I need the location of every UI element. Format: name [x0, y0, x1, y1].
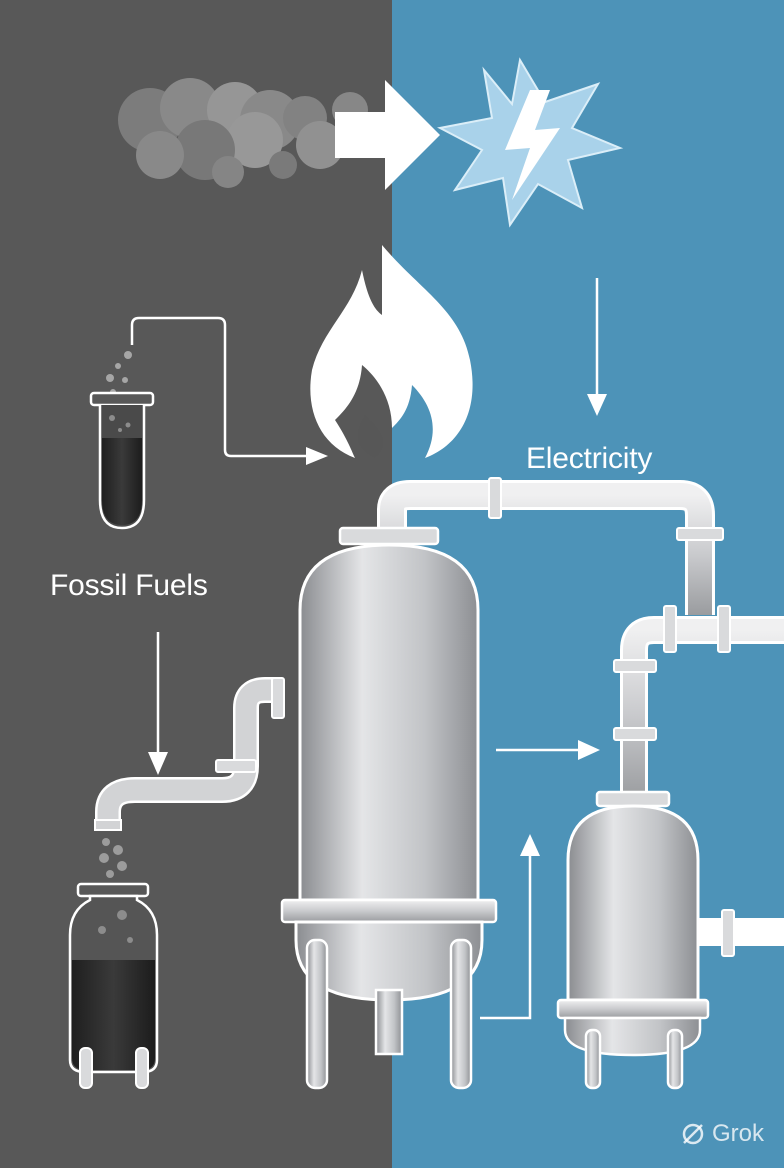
- fossil-fuels-label: Fossil Fuels: [50, 569, 208, 602]
- falling-drops-icon: [99, 838, 127, 878]
- grok-logo-icon: [682, 1123, 704, 1145]
- tank-to-tank-arrowhead: [578, 740, 600, 760]
- fuel-canister-icon: [68, 882, 159, 1089]
- electricity-label: Electricity: [526, 442, 653, 475]
- large-tank-icon: [280, 526, 498, 1090]
- left-down-arrowhead: [148, 752, 168, 775]
- transform-arrow-icon: [335, 80, 440, 190]
- fuel-to-flame-arrowhead: [306, 447, 328, 465]
- fuel-to-flame-arrow: [130, 316, 310, 458]
- faucet-pipe-icon: [94, 677, 285, 831]
- return-arrowhead: [520, 834, 540, 856]
- test-tube-icon: [89, 391, 155, 530]
- rising-particles-icon: [106, 351, 132, 395]
- top-pipe-icon: [377, 477, 724, 615]
- return-arrow: [480, 852, 532, 1020]
- connector-pipe-icon: [613, 605, 784, 800]
- lightning-burst-icon: [437, 57, 624, 228]
- watermark-text: Grok: [712, 1120, 765, 1147]
- grok-watermark: Grok: [680, 1120, 764, 1148]
- flame-icon: [310, 245, 473, 458]
- small-tank-icon: [556, 790, 784, 1090]
- electricity-down-arrowhead: [587, 394, 607, 416]
